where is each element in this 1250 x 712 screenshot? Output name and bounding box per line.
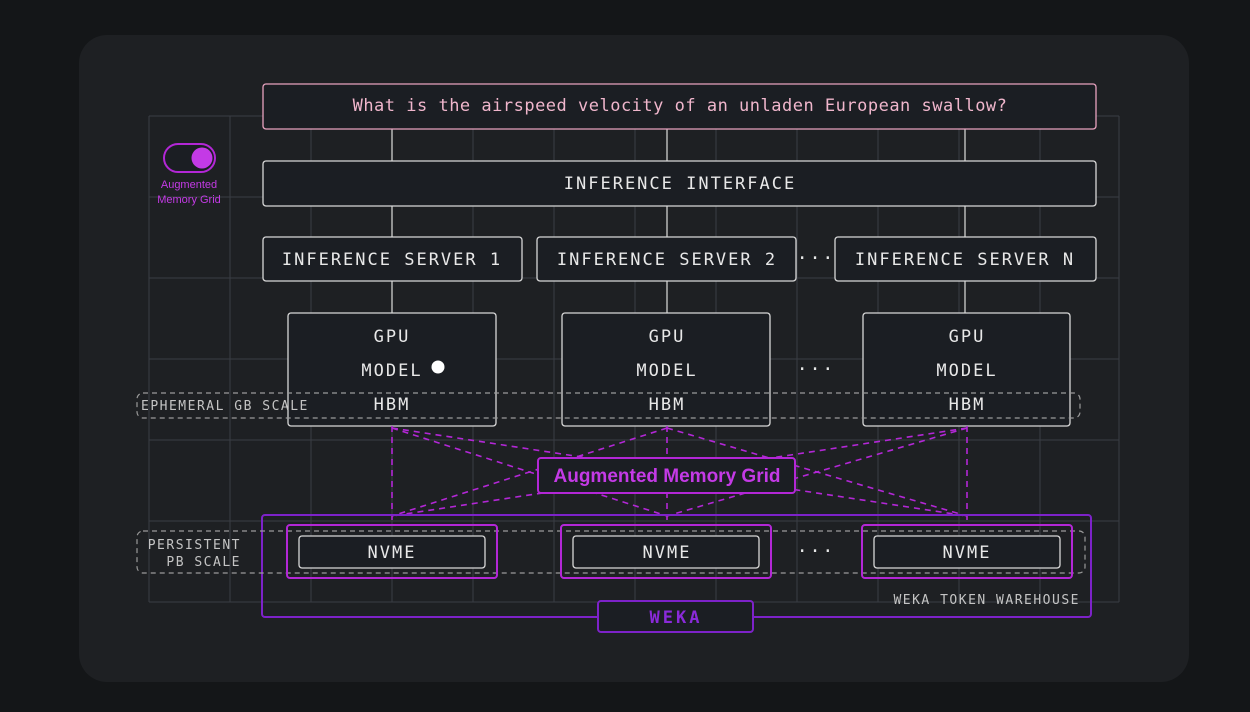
weka-label: WEKA — [650, 608, 703, 628]
toggle-label-line1: Augmented — [161, 179, 217, 191]
svg-text:INFERENCE SERVER 1: INFERENCE SERVER 1 — [282, 250, 502, 270]
inference-server-2: INFERENCE SERVER 2 — [537, 237, 796, 281]
svg-text:INFERENCE SERVER 2: INFERENCE SERVER 2 — [557, 250, 777, 270]
weka-token-warehouse-label: WEKA TOKEN WAREHOUSE — [893, 593, 1080, 608]
toggle-knob — [192, 148, 213, 169]
inference-server-1: INFERENCE SERVER 1 — [263, 237, 522, 281]
svg-text:MODEL: MODEL — [361, 361, 422, 381]
svg-text:GPU: GPU — [649, 327, 686, 347]
connectors — [392, 129, 965, 313]
persistent-scale-label-1: PERSISTENT — [148, 538, 241, 553]
svg-text:HBM: HBM — [949, 395, 986, 415]
question-box: What is the airspeed velocity of an unla… — [263, 84, 1096, 129]
augmented-memory-grid-toggle[interactable]: Augmented Memory Grid — [157, 144, 221, 206]
inference-interface-label: INFERENCE INTERFACE — [564, 174, 796, 194]
svg-text:MODEL: MODEL — [636, 361, 697, 381]
question-text: What is the airspeed velocity of an unla… — [353, 96, 1008, 116]
svg-text:HBM: HBM — [374, 395, 411, 415]
svg-text:NVME: NVME — [643, 543, 692, 563]
svg-text:HBM: HBM — [649, 395, 686, 415]
augmented-memory-grid-label: Augmented Memory Grid — [554, 466, 781, 487]
inference-interface-box: INFERENCE INTERFACE — [263, 161, 1096, 206]
inference-server-n: INFERENCE SERVER N — [835, 237, 1096, 281]
ephemeral-scale-label: EPHEMERAL GB SCALE — [141, 399, 309, 414]
svg-text:INFERENCE SERVER N: INFERENCE SERVER N — [855, 250, 1075, 270]
augmented-memory-grid-badge: Augmented Memory Grid — [538, 458, 795, 493]
toggle-label-line2: Memory Grid — [157, 194, 221, 206]
gpu-box-2: GPU MODEL HBM — [562, 313, 770, 426]
cursor-dot — [432, 361, 445, 374]
persistent-scale-label-2: PB SCALE — [166, 555, 241, 570]
gpu-box-n: GPU MODEL HBM — [863, 313, 1070, 426]
svg-text:MODEL: MODEL — [936, 361, 997, 381]
nvme-box-2: NVME — [561, 525, 771, 578]
gpu-box-1: GPU MODEL HBM — [288, 313, 496, 426]
svg-text:GPU: GPU — [374, 327, 411, 347]
gpu-ellipsis: ··· — [797, 359, 836, 380]
servers-ellipsis: ··· — [797, 248, 836, 269]
nvme-ellipsis: ··· — [797, 541, 836, 562]
svg-text:NVME: NVME — [943, 543, 992, 563]
weka-tag: WEKA — [598, 601, 753, 632]
svg-text:GPU: GPU — [949, 327, 986, 347]
svg-text:NVME: NVME — [368, 543, 417, 563]
